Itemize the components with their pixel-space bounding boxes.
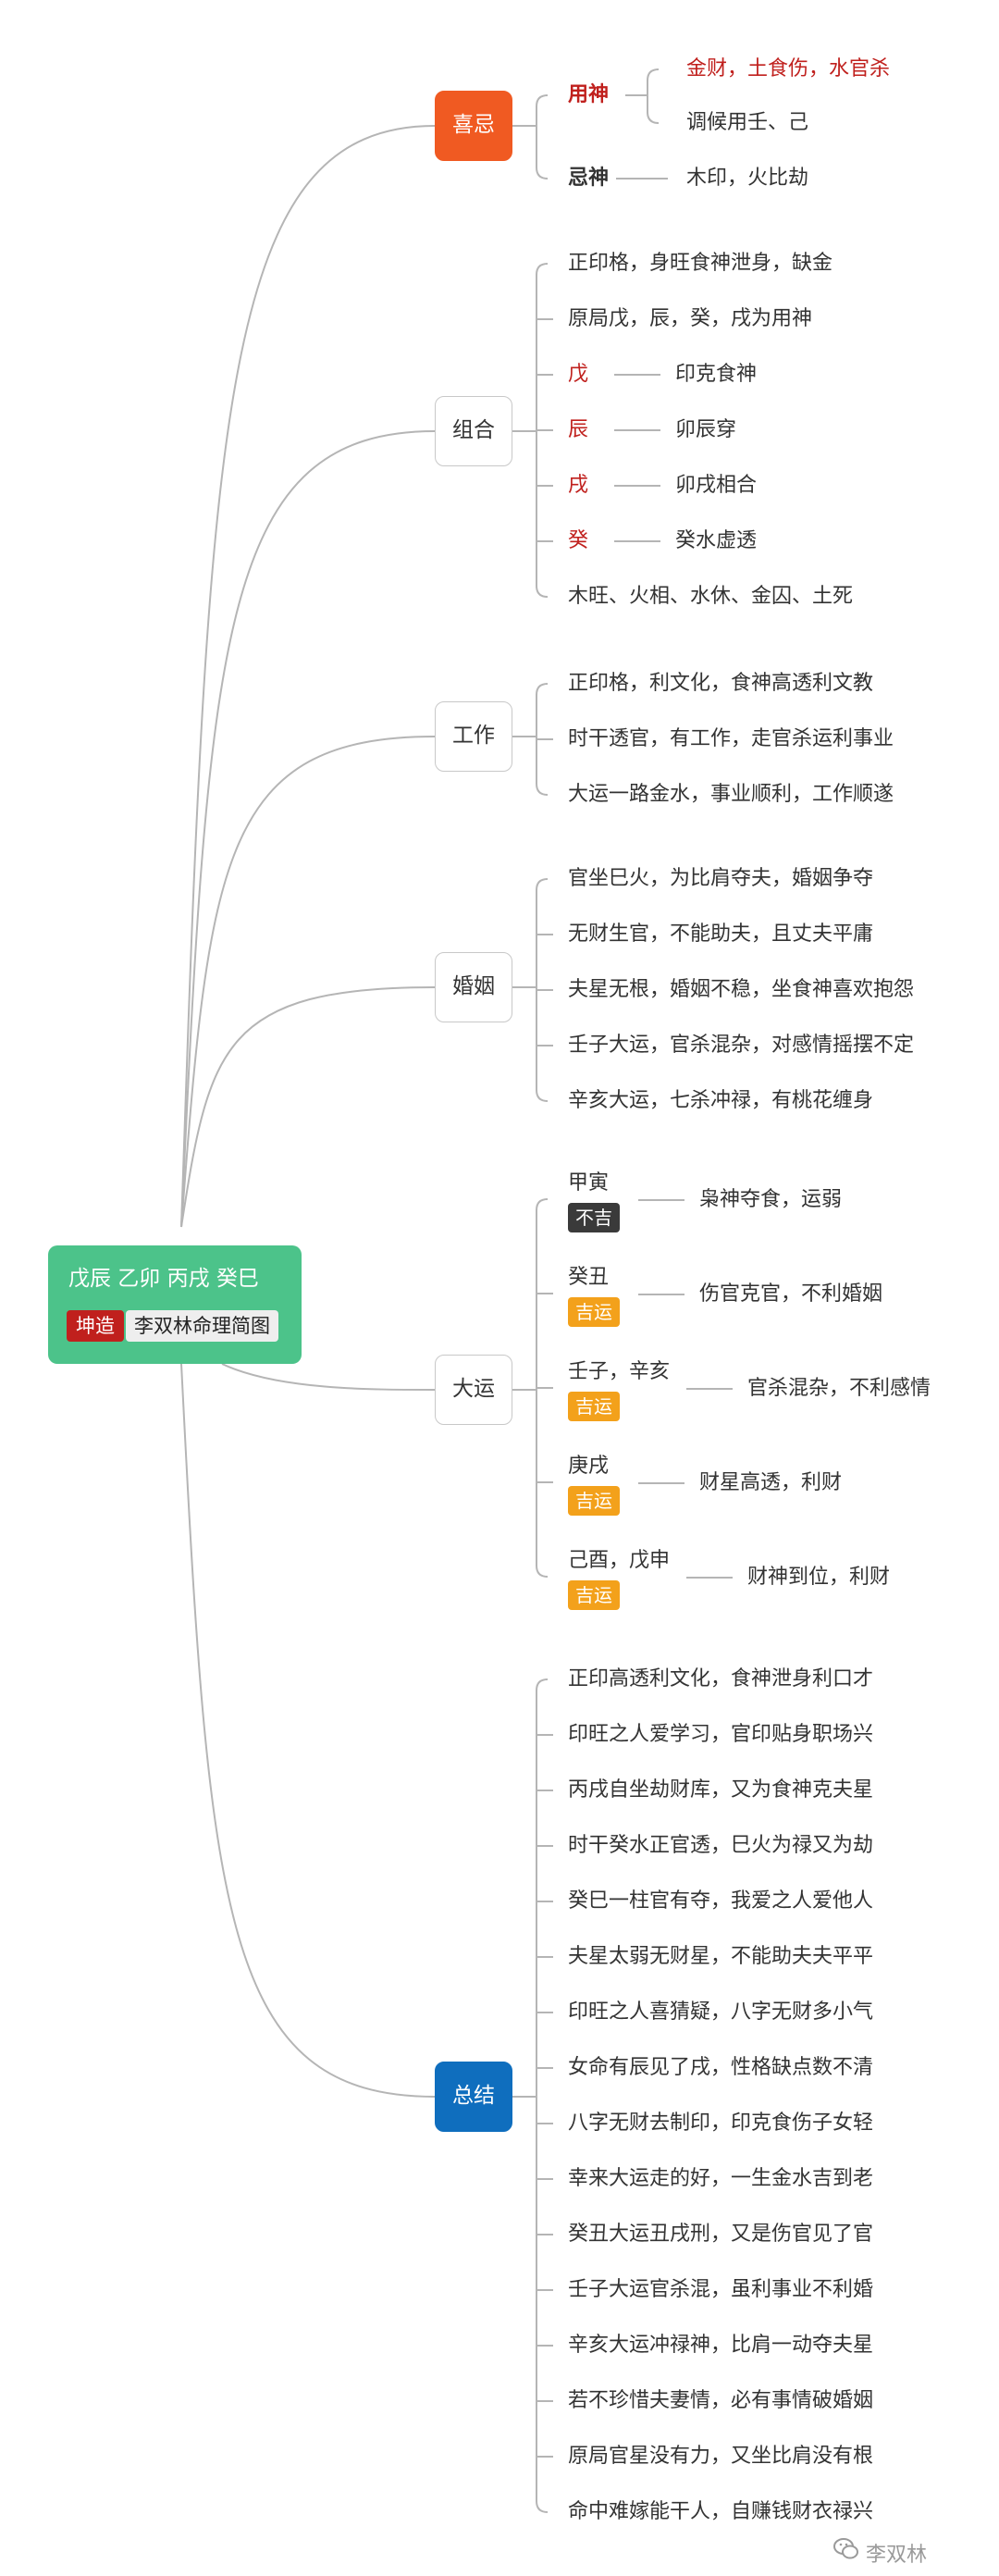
- zuhe-key[interactable]: 戌: [568, 474, 589, 497]
- zongjie-item[interactable]: 癸丑大运丑戌刑，又是伤官见了官: [568, 2223, 874, 2246]
- dayun-badge: 吉运: [568, 1297, 620, 1327]
- dayun-name[interactable]: 庚戌: [568, 1455, 610, 1478]
- branch-zongjie[interactable]: 总结: [435, 2062, 512, 2132]
- zongjie-item[interactable]: 印旺之人爱学习，官印贴身职场兴: [568, 1723, 874, 1746]
- yongshen-item[interactable]: 金财，土食伤，水官杀: [686, 57, 891, 80]
- zongjie-item[interactable]: 八字无财去制印，印克食伤子女轻: [568, 2112, 874, 2135]
- dayun-badge: 吉运: [568, 1392, 620, 1421]
- dayun-name[interactable]: 壬子，辛亥: [568, 1360, 671, 1383]
- zuhe-item[interactable]: 癸水虚透: [675, 529, 758, 552]
- jishen-item[interactable]: 木印，火比劫: [686, 167, 809, 190]
- dayun-name[interactable]: 甲寅: [568, 1171, 610, 1195]
- root-node[interactable]: 戊辰 乙卯 丙戌 癸巳 坤造 李双林命理简图: [48, 1245, 302, 1364]
- jishen-label[interactable]: 忌神: [568, 167, 610, 190]
- gongzuo-item[interactable]: 时干透官，有工作，走官杀运利事业: [568, 727, 894, 750]
- zuhe-key[interactable]: 戊: [568, 363, 589, 386]
- dayun-text[interactable]: 伤官克官，不利婚姻: [699, 1282, 883, 1306]
- dayun-text[interactable]: 财神到位，利财: [747, 1566, 891, 1589]
- zongjie-item[interactable]: 丙戌自坐劫财库，又为食神克夫星: [568, 1778, 874, 1802]
- dayun-text[interactable]: 财星高透，利财: [699, 1471, 843, 1494]
- yongshen-label[interactable]: 用神: [568, 83, 610, 106]
- zuhe-item[interactable]: 正印格，身旺食神泄身，缺金: [568, 252, 833, 275]
- dayun-badge: 不吉: [568, 1203, 620, 1232]
- hunyin-item[interactable]: 官坐巳火，为比肩夺夫，婚姻争夺: [568, 867, 874, 890]
- dayun-badge: 吉运: [568, 1486, 620, 1516]
- zuhe-item[interactable]: 木旺、火相、水休、金囚、土死: [568, 585, 854, 608]
- zongjie-item[interactable]: 壬子大运官杀混，虽利事业不利婚: [568, 2278, 874, 2301]
- zuhe-item[interactable]: 卯戌相合: [675, 474, 758, 497]
- zuhe-key[interactable]: 辰: [568, 418, 589, 441]
- zongjie-item[interactable]: 印旺之人喜猜疑，八字无财多小气: [568, 2000, 874, 2024]
- zongjie-item[interactable]: 命中难嫁能干人，自赚钱财衣禄兴: [568, 2500, 874, 2523]
- root-gender-tag: 坤造: [67, 1310, 124, 1342]
- zuhe-item[interactable]: 印克食神: [675, 363, 758, 386]
- zongjie-item[interactable]: 若不珍惜夫妻情，必有事情破婚姻: [568, 2389, 874, 2412]
- zongjie-item[interactable]: 夫星太弱无财星，不能助夫夫平平: [568, 1945, 874, 1968]
- gongzuo-item[interactable]: 大运一路金水，事业顺利，工作顺遂: [568, 783, 894, 806]
- yongshen-item[interactable]: 调候用壬、己: [686, 111, 809, 134]
- zongjie-item[interactable]: 正印高透利文化，食神泄身利口才: [568, 1667, 874, 1690]
- zuhe-item[interactable]: 原局戊，辰，癸，戌为用神: [568, 307, 813, 330]
- zuhe-item[interactable]: 卯辰穿: [675, 418, 737, 441]
- root-title-tag: 李双林命理简图: [126, 1310, 278, 1342]
- zongjie-item[interactable]: 辛亥大运冲禄神，比肩一动夺夫星: [568, 2334, 874, 2357]
- hunyin-item[interactable]: 壬子大运，官杀混杂，对感情摇摆不定: [568, 1034, 915, 1057]
- branch-gongzuo[interactable]: 工作: [435, 701, 512, 772]
- hunyin-item[interactable]: 辛亥大运，七杀冲禄，有桃花缠身: [568, 1089, 874, 1112]
- gongzuo-item[interactable]: 正印格，利文化，食神高透利文教: [568, 672, 874, 695]
- branch-dayun[interactable]: 大运: [435, 1355, 512, 1425]
- zongjie-item[interactable]: 时干癸水正官透，巳火为禄又为劫: [568, 1834, 874, 1857]
- zongjie-item[interactable]: 幸来大运走的好，一生金水吉到老: [568, 2167, 874, 2190]
- zongjie-item[interactable]: 癸巳一柱官有夺，我爱之人爱他人: [568, 1889, 874, 1913]
- zongjie-item[interactable]: 女命有辰见了戌，性格缺点数不清: [568, 2056, 874, 2079]
- hunyin-item[interactable]: 无财生官，不能助夫，且丈夫平庸: [568, 923, 874, 946]
- dayun-name[interactable]: 己酉，戊申: [568, 1549, 671, 1572]
- dayun-text[interactable]: 枭神夺食，运弱: [699, 1188, 843, 1211]
- zongjie-item[interactable]: 原局官星没有力，又坐比肩没有根: [568, 2445, 874, 2468]
- dayun-name[interactable]: 癸丑: [568, 1266, 610, 1289]
- dayun-badge: 吉运: [568, 1580, 620, 1610]
- root-pillars: 戊辰 乙卯 丙戌 癸巳: [68, 1267, 259, 1291]
- watermark-text: 李双林: [866, 2544, 928, 2567]
- branch-hunyin[interactable]: 婚姻: [435, 952, 512, 1022]
- branch-xiji[interactable]: 喜忌: [435, 91, 512, 161]
- dayun-text[interactable]: 官杀混杂，不利感情: [747, 1377, 931, 1400]
- zuhe-key[interactable]: 癸: [568, 529, 589, 552]
- wechat-icon: [833, 2538, 858, 2559]
- hunyin-item[interactable]: 夫星无根，婚姻不稳，坐食神喜欢抱怨: [568, 978, 915, 1001]
- branch-zuhe[interactable]: 组合: [435, 396, 512, 466]
